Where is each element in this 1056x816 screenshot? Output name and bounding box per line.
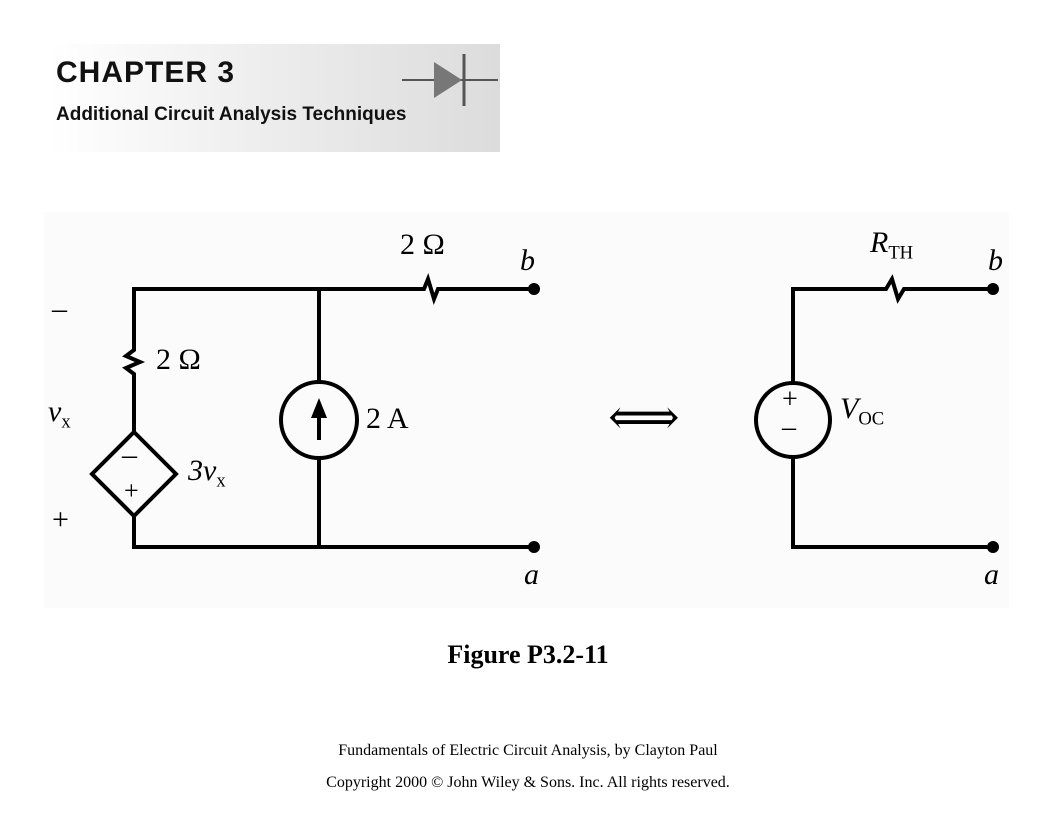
diode-icon <box>402 54 498 106</box>
vx-label: vx <box>48 395 71 433</box>
footer-copyright: Copyright 2000 © John Wiley & Sons. Inc.… <box>326 774 730 791</box>
figure-caption: Figure P3.2-11 <box>447 640 609 669</box>
rhs-terminal-b-dot <box>987 283 999 295</box>
chapter-title: CHAPTER 3 <box>56 56 236 89</box>
voltage-source-minus: – <box>782 412 796 443</box>
vx-plus-sign: + <box>52 503 69 536</box>
chapter-subtitle: Additional Circuit Analysis Techniques <box>56 104 407 125</box>
terminal-b-label: b <box>520 244 535 277</box>
chapter-banner: CHAPTER 3 Additional Circuit Analysis Te… <box>50 44 500 152</box>
terminal-a-label: a <box>524 558 539 591</box>
dependent-source-label: 3vx <box>188 454 226 492</box>
rhs-terminal-a-label: a <box>984 558 999 591</box>
rhs-terminal-b-label: b <box>988 244 1003 277</box>
rth-label: RTH <box>870 226 914 264</box>
schematic-background <box>44 212 1009 608</box>
rth-resistor <box>878 274 995 304</box>
voc-label: VOC <box>840 392 885 430</box>
left-resistor <box>122 343 146 434</box>
terminal-a-dot <box>528 541 540 553</box>
rhs-terminal-a-dot <box>987 541 999 553</box>
current-arrow-head <box>311 398 327 418</box>
dep-source-plus: + <box>124 476 139 505</box>
footer-book-title: Fundamentals of Electric Circuit Analysi… <box>338 742 718 759</box>
current-source-label: 2 A <box>366 402 409 435</box>
top-resistor <box>416 272 536 306</box>
equivalence-arrow-icon: ⟺ <box>608 389 680 445</box>
left-resistor-label: 2 Ω <box>156 343 201 376</box>
terminal-b-dot <box>528 283 540 295</box>
top-resistor-label: 2 Ω <box>400 228 445 261</box>
vx-minus-sign: – <box>52 292 67 325</box>
dep-source-minus: – <box>122 438 137 471</box>
voltage-source-plus: + <box>782 384 798 415</box>
